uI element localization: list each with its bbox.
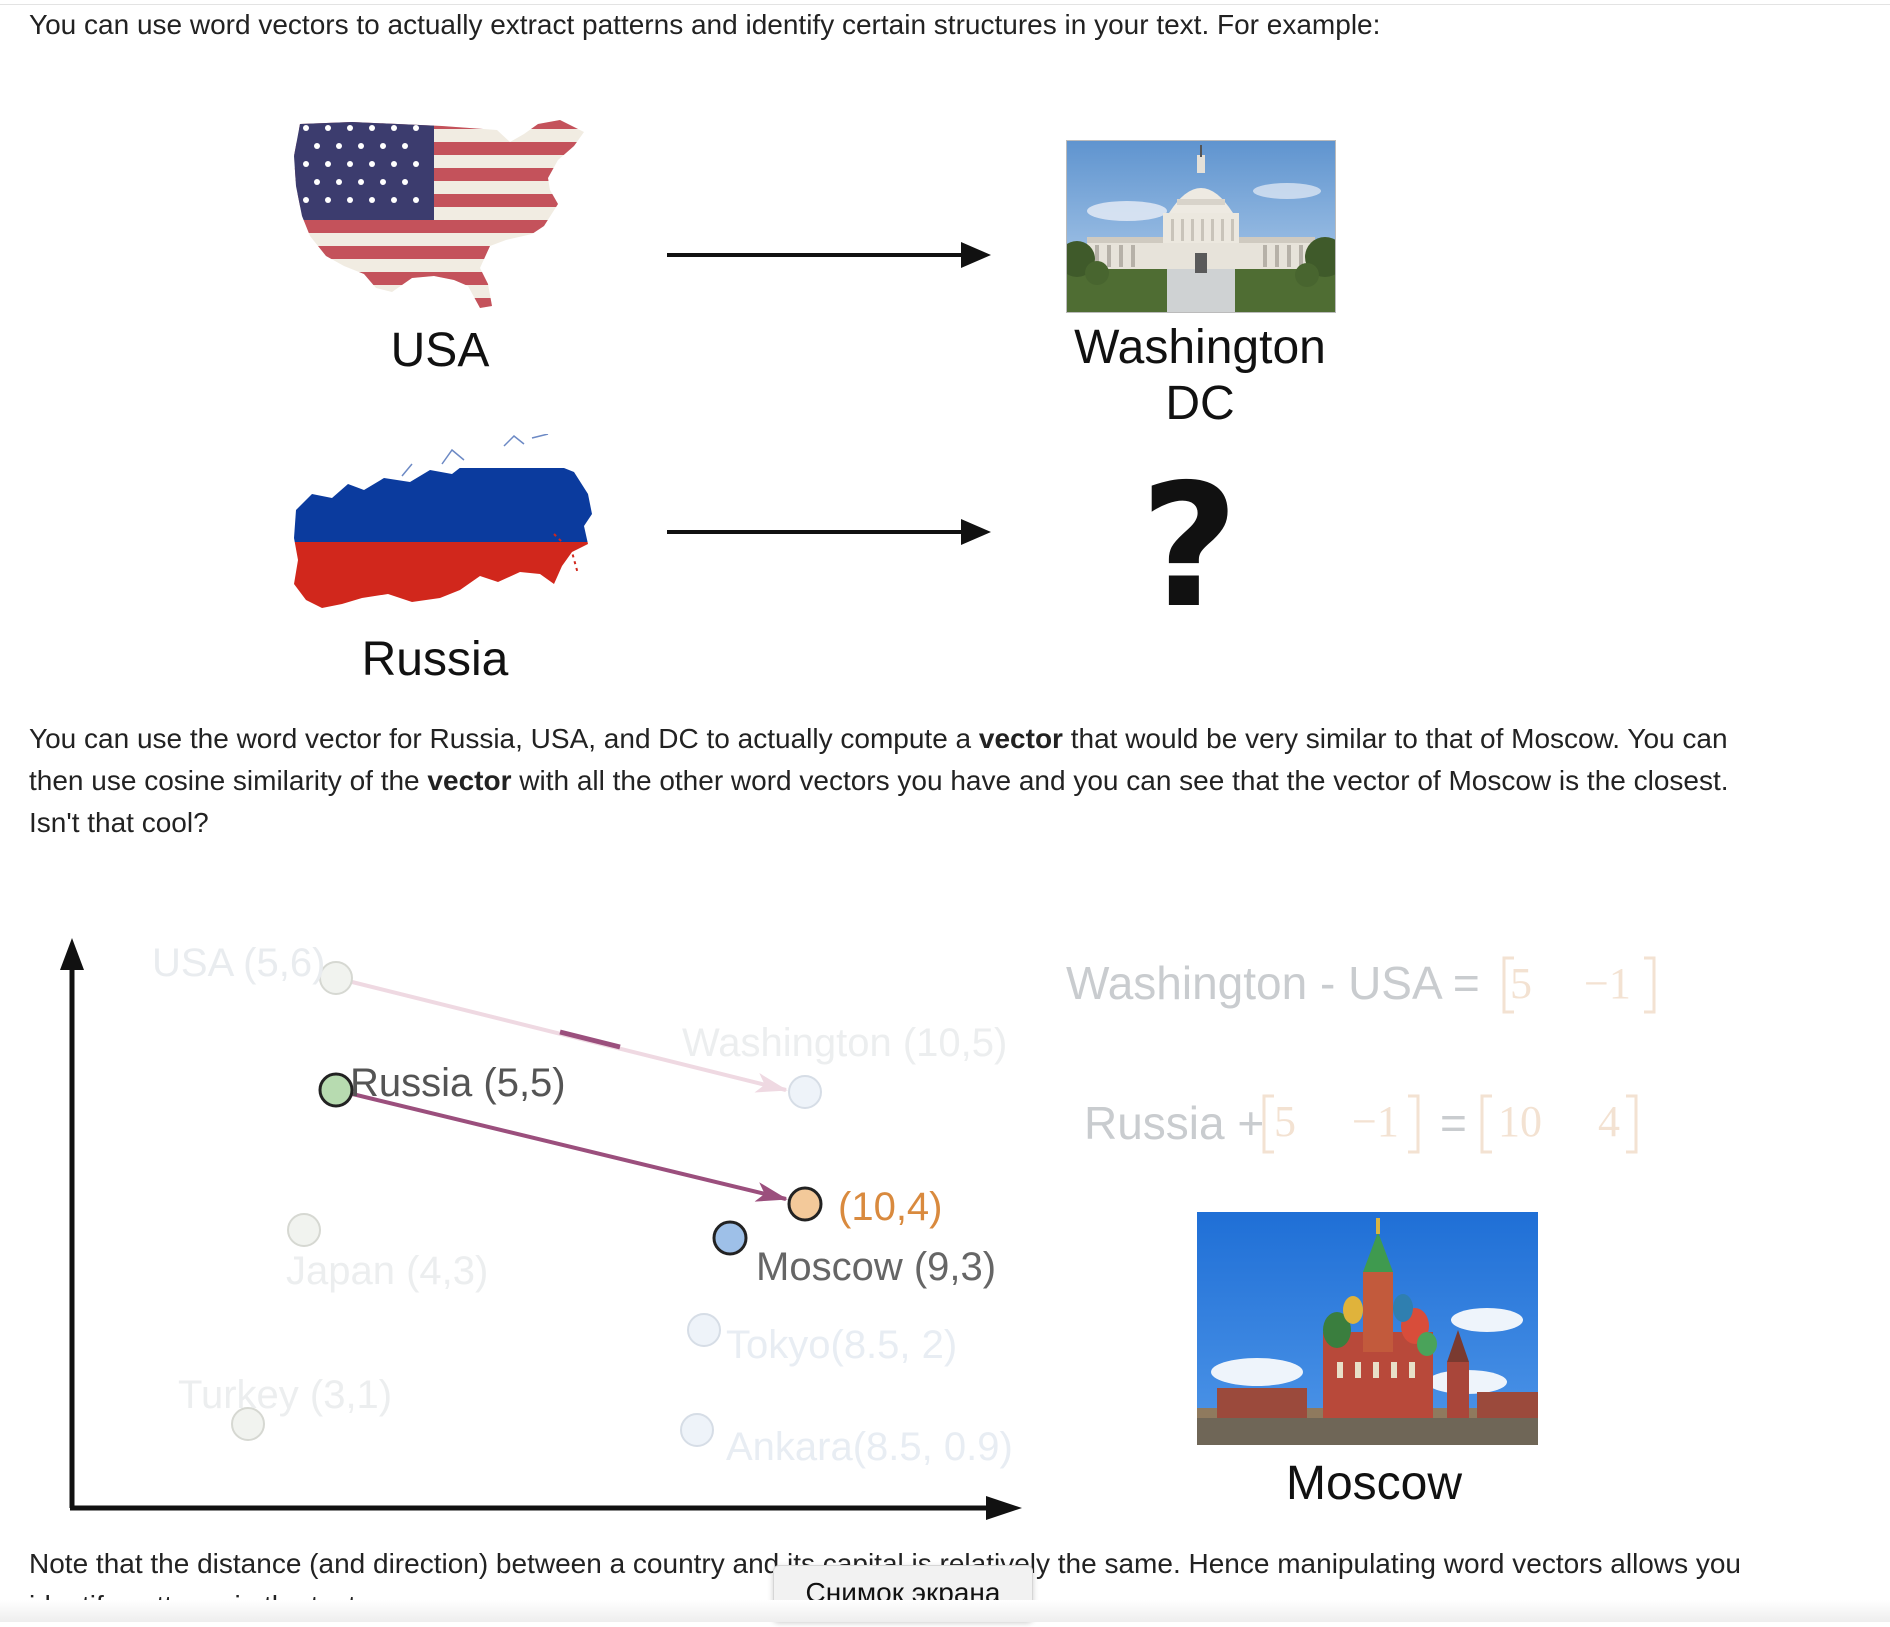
equation-2-vector-x: 5 [1274,1097,1296,1146]
usa-point-label: USA (5,6) [152,941,325,985]
bottom-fade [0,1600,1890,1622]
capitol-building-image [1066,140,1336,313]
result-point [787,1186,823,1222]
y-axis-arrowhead [60,938,84,970]
moscow-point [712,1220,748,1256]
equation-2-result-bracket-left [1480,1094,1492,1154]
russia-point-label: Russia (5,5) [350,1061,566,1105]
equation-2-prefix: Russia + [1084,1097,1264,1149]
japan-point-label: Japan (4,3) [286,1249,488,1293]
unknown-capital-question-mark: ? [1140,448,1239,646]
explanation-bold-vector-2: vector [427,765,512,796]
japan-point [287,1213,321,1247]
explanation-text-3: with all the other word vectors you have… [29,765,1729,838]
russia-label: Russia [361,633,509,686]
washington-label-line1: Washington [1074,321,1326,374]
equation-1-vector-y: −1 [1584,959,1631,1008]
explanation-text-1: You can use the word vector for Russia, … [29,723,979,754]
turkey-point [231,1407,265,1441]
explanation-text-2: that would be very similar to that of Mo… [29,723,1728,796]
ankara-point [680,1413,714,1447]
turkey-point-label: Turkey (3,1) [178,1373,392,1417]
equation-2-equals: = [1440,1097,1467,1149]
explanation-bold-vector-1: vector [978,723,1063,754]
x-axis-arrowhead [986,1496,1022,1520]
russia-to-result-arrow [335,1088,788,1202]
washington-label-line2: DC [1165,377,1235,430]
equation-2-vector-bracket-left [1262,1094,1274,1154]
equation-1-vector-x: 5 [1510,959,1532,1008]
arrow-highlight-segment [559,1029,621,1050]
moscow-cathedral-image [1197,1212,1538,1445]
moscow-point-label: Moscow (9,3) [756,1245,996,1289]
equation-1-prefix: Washington - USA = [1066,957,1480,1009]
moscow-caption: Moscow [1285,1457,1463,1510]
usa-label: USA [390,324,490,377]
equation-2-result-bracket-right [1626,1094,1638,1154]
tokyo-point-label: Tokyo(8.5, 2) [726,1323,957,1367]
russia-to-capital-arrow [667,519,991,545]
equation-2-result-y: 4 [1598,1097,1620,1146]
intro-paragraph: You can use word vectors to actually ext… [29,9,1381,40]
result-point-label: (10,4) [838,1185,943,1229]
equation-1-vector-bracket-right [1644,956,1656,1014]
explanation-paragraph: You can use the word vector for Russia, … [29,718,1769,844]
washington-point-label: Washington (10,5) [682,1021,1007,1065]
tokyo-point [687,1313,721,1347]
russia-point [318,1072,354,1108]
equation-2-result-x: 10 [1498,1097,1542,1146]
washington-dc-label: Washington DC [1060,320,1340,432]
ankara-point-label: Ankara(8.5, 0.9) [726,1425,1013,1469]
equation-1-vector-bracket-left [1502,956,1514,1014]
usa-to-capital-arrow [667,242,991,268]
top-divider [0,4,1890,5]
usa-point [319,961,353,995]
equation-2-vector-bracket-right [1408,1094,1420,1154]
usa-flag-map-image [294,120,584,308]
equation-2-vector-y: −1 [1352,1097,1399,1146]
russia-flag-map-image [294,434,592,608]
washington-point [788,1075,822,1109]
